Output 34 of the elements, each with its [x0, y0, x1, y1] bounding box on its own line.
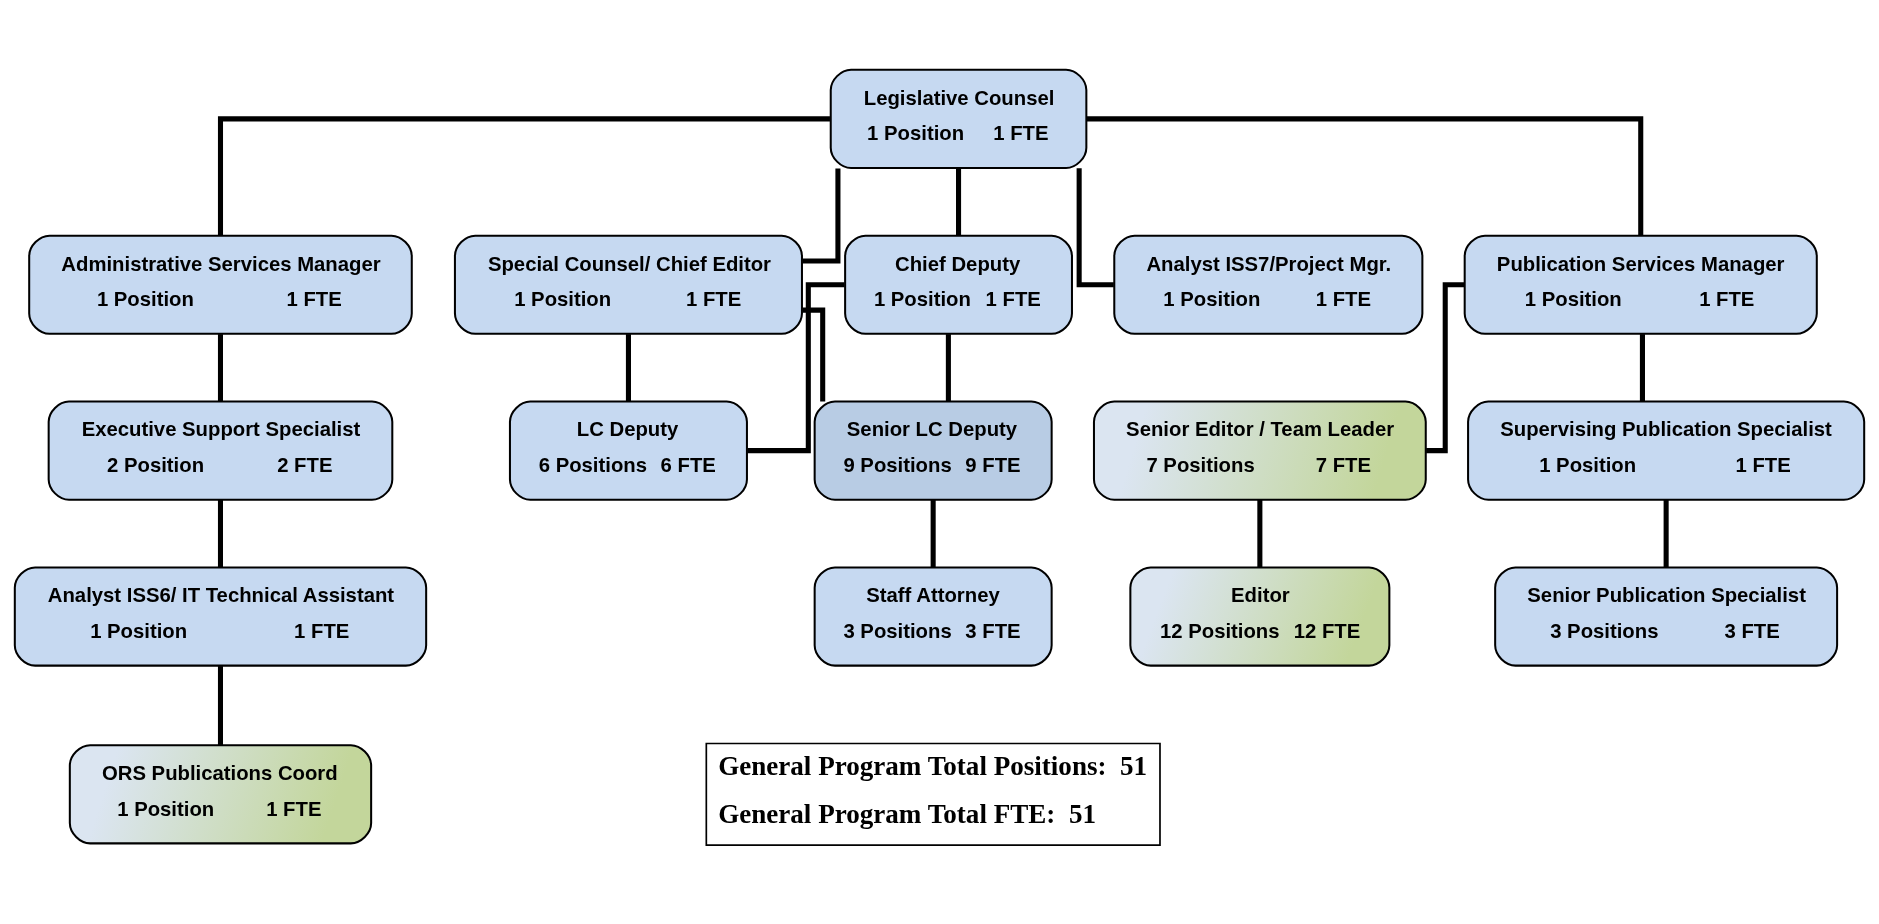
connector	[802, 168, 841, 264]
label: General Program Total FTE: 51	[718, 798, 1096, 829]
node-box: Legislative Counsel 1 Position 1 FTE	[829, 68, 1088, 169]
node-box: Senior Editor / Team Leader 7 Positions 7 FTE	[1092, 400, 1427, 501]
connector	[802, 307, 826, 401]
connector	[930, 499, 936, 567]
node-box: ORS Publications Coord 1 Position 1 FTE	[68, 743, 373, 844]
connector	[1663, 499, 1669, 567]
node-box: Analyst ISS6/ IT Technical Assistant 1 Position 1 FTE	[13, 565, 428, 667]
connector	[1426, 281, 1465, 453]
node-box: Administrative Services Manager 1 Position 1 FTE	[28, 234, 413, 335]
connector	[956, 167, 962, 235]
node-box: Senior Publication Specialist 3 Positions 3 FTE	[1494, 565, 1839, 667]
connector	[217, 665, 223, 745]
node-box: Chief Deputy 1 Position 1 FTE	[844, 234, 1073, 335]
node-box: LC Deputy 6 Positions 6 FTE	[508, 400, 748, 501]
node-box: Supervising Publication Specialist 1 Position 1 FTE	[1467, 400, 1866, 501]
connector	[945, 333, 951, 401]
connector	[1639, 333, 1645, 401]
connector	[217, 333, 223, 401]
node-box: Special Counsel/ Chief Editor 1 Position 1 FTE	[453, 234, 803, 335]
node-box: Publication Services Manager 1 Position 1 FTE	[1463, 234, 1818, 335]
node-box: Analyst ISS7/Project Mgr. 1 Position 1 FTE	[1113, 234, 1424, 335]
connector	[217, 115, 830, 235]
connector	[1257, 499, 1263, 567]
node-box: Senior LC Deputy 9 Positions 9 FTE	[813, 400, 1053, 501]
connector	[1086, 115, 1644, 235]
label: General Program Total Positions: 51	[718, 750, 1148, 781]
node-box: Staff Attorney 3 Positions 3 FTE	[813, 565, 1053, 667]
connector	[747, 281, 845, 453]
node-box: Executive Support Specialist 2 Position 2 FTE	[47, 400, 394, 501]
connector	[217, 499, 223, 567]
connector	[625, 333, 631, 401]
node-box: Editor 12 Positions 12 FTE	[1129, 565, 1391, 667]
